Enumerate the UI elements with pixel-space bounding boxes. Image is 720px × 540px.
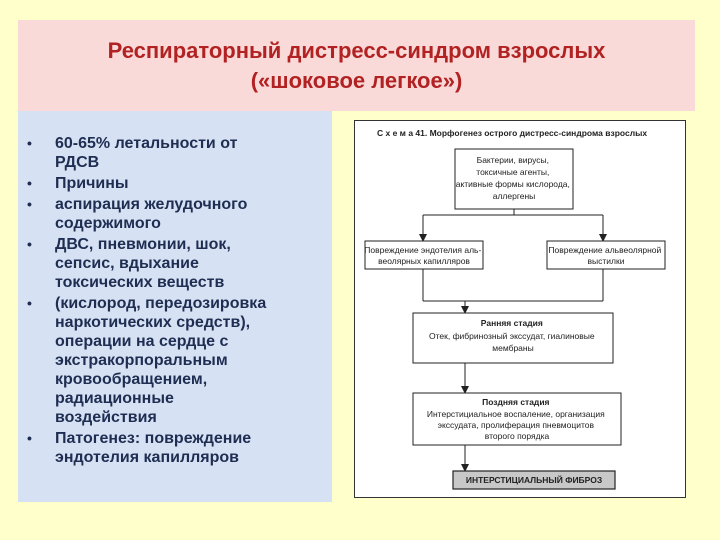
late-stage-line: второго порядка: [485, 431, 550, 441]
bullet-line: радиационные: [55, 390, 174, 407]
bullet-line: токсических веществ: [55, 274, 225, 291]
bullet-dot-icon: •: [27, 295, 32, 311]
bullet-dot-icon: •: [27, 430, 32, 446]
bullet-line: эндотелия капилляров: [55, 449, 239, 466]
endothelium-damage-text: Повреждение эндотелия аль- веолярных кап…: [364, 245, 483, 266]
slide-title: Респираторный дистресс-синдром взрослых …: [18, 20, 695, 111]
bullet-item: • Патогенез: повреждение эндотелия капилля…: [18, 429, 328, 467]
bullet-dot-icon: •: [27, 236, 32, 252]
alveolar-damage-box: [546, 240, 666, 270]
bullet-line: операции на сердце с: [55, 333, 229, 350]
left-damage-line: веолярных капилляров: [378, 256, 470, 266]
late-stage-line: экссудата, пролиферация пневмоцитов: [438, 420, 595, 430]
causes-text: Бактерии, вирусы, токсичные агенты, акти…: [456, 155, 573, 201]
scheme-svg: С х е м а 41. Морфогенез острого дистрес…: [364, 128, 666, 490]
bullet-item: • аспирация желудочного содержимого: [18, 195, 328, 233]
bullet-item: • 60-65% летальности от РДСВ: [18, 134, 328, 172]
right-damage-line: выстилки: [588, 256, 625, 266]
morphogenesis-scheme: С х е м а 41. Морфогенез острого дистрес…: [354, 120, 686, 498]
causes-line: аллергены: [493, 191, 536, 201]
bullet-line: Причины: [55, 175, 129, 192]
fibrosis-box: [452, 470, 616, 490]
bullet-line: сепсис, вдыхание: [55, 255, 199, 272]
early-stage-text: Ранняя стадия Отек, фибринозный экссудат…: [429, 318, 597, 353]
bullet-line: воздействия: [55, 409, 157, 426]
endothelium-damage-box: [364, 240, 484, 270]
bullet-line: ДВС, пневмонии, шок,: [55, 236, 231, 253]
right-damage-line: Повреждение альвеолярной: [548, 245, 661, 255]
title-line-1: Респираторный дистресс-синдром взрослых: [107, 37, 606, 63]
left-damage-line: Повреждение эндотелия аль-: [364, 245, 481, 255]
causes-box: [454, 148, 574, 210]
causes-line: активные формы кислорода,: [456, 179, 570, 189]
bullet-line: экстракорпоральным: [55, 352, 228, 369]
causes-line: Бактерии, вирусы,: [477, 155, 549, 165]
early-stage-title: Ранняя стадия: [481, 318, 543, 328]
early-stage-line: Отек, фибринозный экссудат, гиалиновые: [429, 331, 595, 341]
late-stage-text: Поздняя стадия Интерстициальное воспален…: [427, 397, 607, 441]
bullet-line: наркотических средств),: [55, 314, 251, 331]
early-stage-line: мембраны: [492, 343, 533, 353]
causes-line: токсичные агенты,: [476, 167, 549, 177]
bullet-item: • Причины: [18, 174, 328, 193]
bullet-dot-icon: •: [27, 175, 32, 191]
bullet-line: 60-65% летальности от: [55, 135, 238, 152]
late-stage-line: Интерстициальное воспаление, организация: [427, 409, 605, 419]
late-stage-box: [412, 392, 622, 446]
bullet-line: (кислород, передозировка: [55, 295, 267, 312]
bullet-item: • (кислород, передозировка наркотических с…: [18, 294, 328, 427]
alveolar-damage-text: Повреждение альвеолярной выстилки: [548, 245, 663, 266]
bullet-line: Патогенез: повреждение: [55, 430, 252, 447]
bullet-dot-icon: •: [27, 196, 32, 212]
bullet-line: РДСВ: [55, 154, 100, 171]
title-line-2: («шоковое легкое»): [250, 67, 463, 93]
scheme-title: С х е м а 41. Морфогенез острого дистрес…: [377, 128, 647, 138]
bullet-panel: • 60-65% летальности от РДСВ • Причины • аспир…: [18, 111, 332, 502]
fibrosis-label: ИНТЕРСТИЦИАЛЬНЫЙ ФИБРОЗ: [466, 474, 602, 485]
bullet-item: • ДВС, пневмонии, шок, сепсис, вдыхание ток…: [18, 235, 328, 292]
bullet-dot-icon: •: [27, 135, 32, 151]
bullet-line: содержимого: [55, 215, 161, 232]
late-stage-title: Поздняя стадия: [482, 397, 549, 407]
early-stage-box: [412, 312, 614, 364]
bullet-line: кровообращением,: [55, 371, 208, 388]
bullet-list: • 60-65% летальности от РДСВ • Причины • аспир…: [18, 134, 328, 469]
bullet-line: аспирация желудочного: [55, 196, 248, 213]
